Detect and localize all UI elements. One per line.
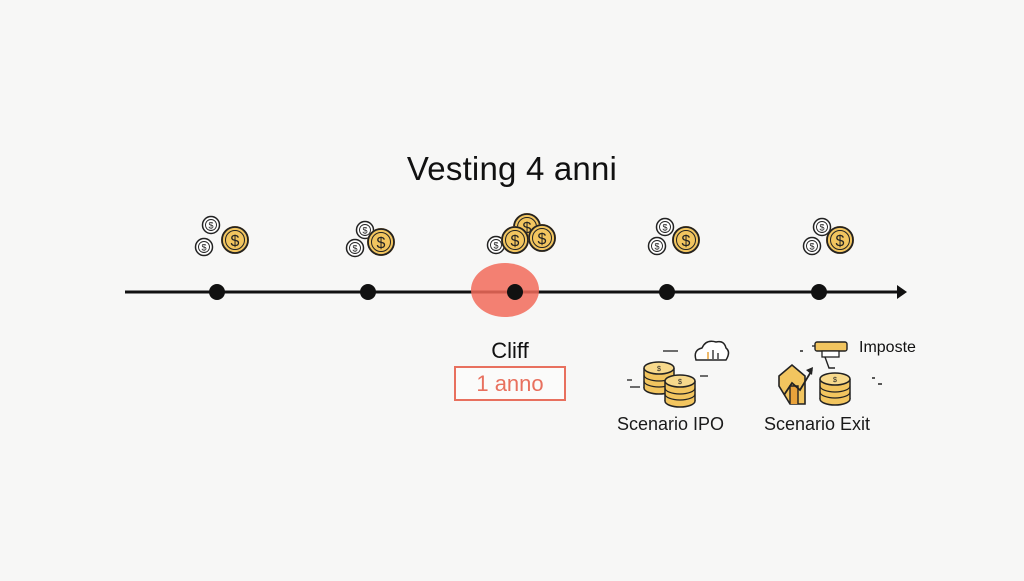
dollar-coins-icon [486, 212, 557, 255]
scenario-ipo-label: Scenario IPO [617, 414, 725, 434]
dollar-coins-icon [802, 217, 855, 256]
cliff-duration-badge: 1 anno [454, 366, 566, 401]
coin-stack-icon [627, 350, 708, 408]
cliff-label: Cliff [491, 338, 529, 363]
stamp-icon [812, 341, 848, 369]
dollar-coins-icon [194, 215, 250, 257]
timeline-arrow-icon [897, 285, 907, 299]
milestone-dot [209, 284, 225, 300]
dollar-coins-icon [647, 217, 701, 256]
taxes-label: Imposte [859, 339, 916, 356]
milestone-dot-cliff [507, 284, 523, 300]
coin-stack-icon [800, 350, 882, 406]
diagram-title: Vesting 4 anni [406, 150, 618, 187]
cloud-icon [694, 340, 730, 361]
milestone-dot [811, 284, 827, 300]
house-icon [778, 363, 813, 405]
milestone-dot [659, 284, 675, 300]
milestone-dot [360, 284, 376, 300]
scenario-exit-label: Scenario Exit [764, 414, 871, 434]
dollar-coins-icon [345, 220, 396, 258]
cliff-highlight [471, 263, 539, 317]
